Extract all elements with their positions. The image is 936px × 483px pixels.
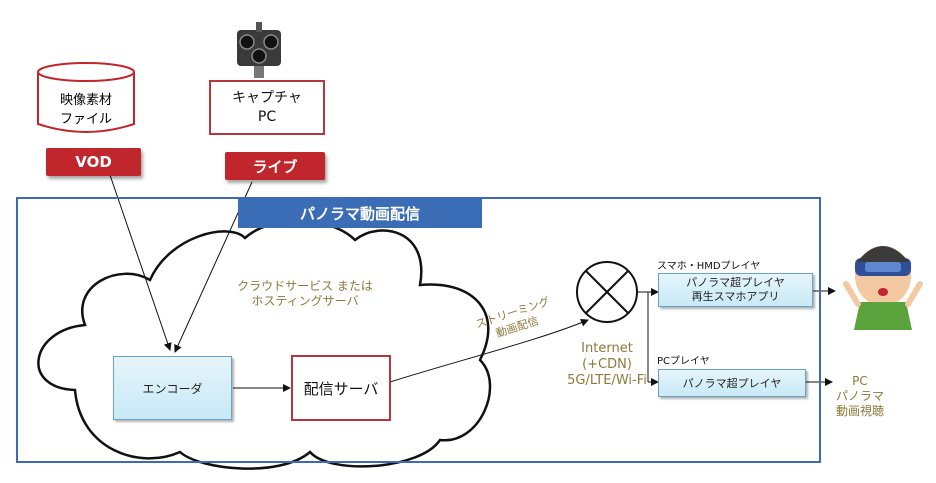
vod-tag: VOD bbox=[46, 148, 141, 176]
pc-player-box: パノラマ超プレイヤ bbox=[658, 369, 806, 397]
panorama-delivery-frame bbox=[16, 197, 821, 463]
pc-viewing-label: PC パノラマ 動画視聴 bbox=[835, 373, 884, 418]
live-tag: ライブ bbox=[225, 152, 325, 180]
vod-file-label: 映像素材 ファイル bbox=[59, 93, 112, 127]
capture-pc-box: キャプチャ PC bbox=[209, 80, 325, 135]
encoder-box: エンコーダ bbox=[113, 356, 232, 420]
hmd-viewer-icon bbox=[843, 246, 923, 330]
mobile-player-box: パノラマ超プレイヤ 再生スマホアプリ bbox=[658, 273, 813, 307]
cloud-label: クラウドサービス または ホスティングサーバ bbox=[237, 279, 373, 308]
internet-router-icon bbox=[576, 261, 638, 323]
system-title: パノラマ動画配信 bbox=[238, 199, 482, 228]
pc-player-header: PCプレイヤ bbox=[657, 356, 710, 367]
internet-label: Internet (+CDN) 5G/LTE/Wi-Fi bbox=[567, 341, 647, 388]
vod-file-cylinder bbox=[37, 62, 135, 133]
delivery-server-box: 配信サーバ bbox=[291, 355, 391, 421]
camera-rig-icon bbox=[237, 22, 281, 78]
mobile-player-header: スマホ・HMDプレイヤ bbox=[657, 261, 761, 272]
